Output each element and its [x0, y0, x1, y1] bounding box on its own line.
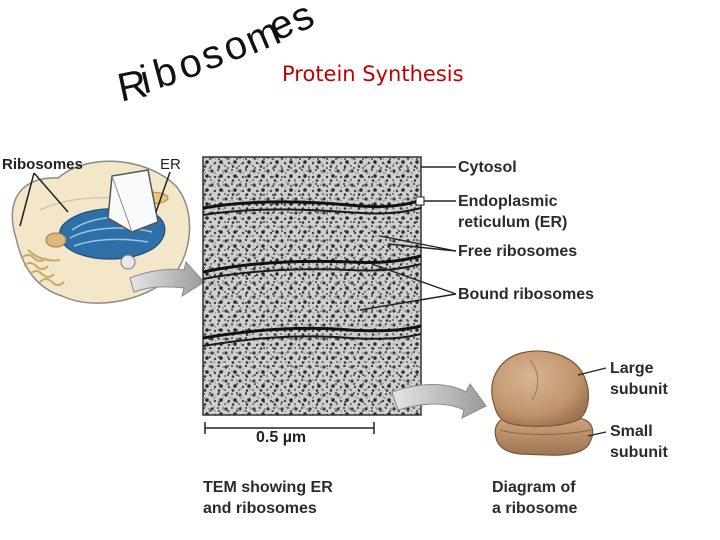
ribosome-diagram: [491, 350, 594, 456]
er-label-line1: Endoplasmic: [458, 193, 558, 210]
small-subunit-label-line1: Small: [610, 423, 653, 440]
tem-caption-line1: TEM showing ER: [203, 479, 333, 496]
ribosome-leader-lines: [577, 367, 607, 437]
scale-bar-label: 0.5 µm: [256, 429, 307, 446]
diagram-caption-line1: Diagram of: [492, 479, 576, 496]
scale-bar: [204, 422, 375, 434]
er-label: ER: [160, 156, 181, 173]
large-subunit-label-line1: Large: [610, 360, 654, 377]
cytosol-label: Cytosol: [458, 159, 517, 176]
diagram-caption-line2: a ribosome: [492, 500, 578, 517]
arrow-to-ribosome-icon: [391, 383, 487, 419]
arrow-to-tem-icon: [129, 260, 205, 298]
free-ribosomes-label: Free ribosomes: [458, 243, 578, 260]
ribosomes-label: Ribosomes: [2, 156, 83, 173]
cell-illustration: [11, 160, 191, 304]
tem-leader-lines: [359, 166, 457, 311]
large-subunit-label-line2: subunit: [610, 381, 668, 398]
bound-ribosomes-label: Bound ribosomes: [458, 286, 595, 303]
small-subunit-label-line2: subunit: [610, 444, 668, 461]
tem-micrograph: [202, 156, 425, 416]
tem-caption-line2: and ribosomes: [203, 500, 317, 517]
subtitle: Protein Synthesis: [282, 62, 464, 86]
er-label-line2: reticulum (ER): [458, 214, 568, 231]
